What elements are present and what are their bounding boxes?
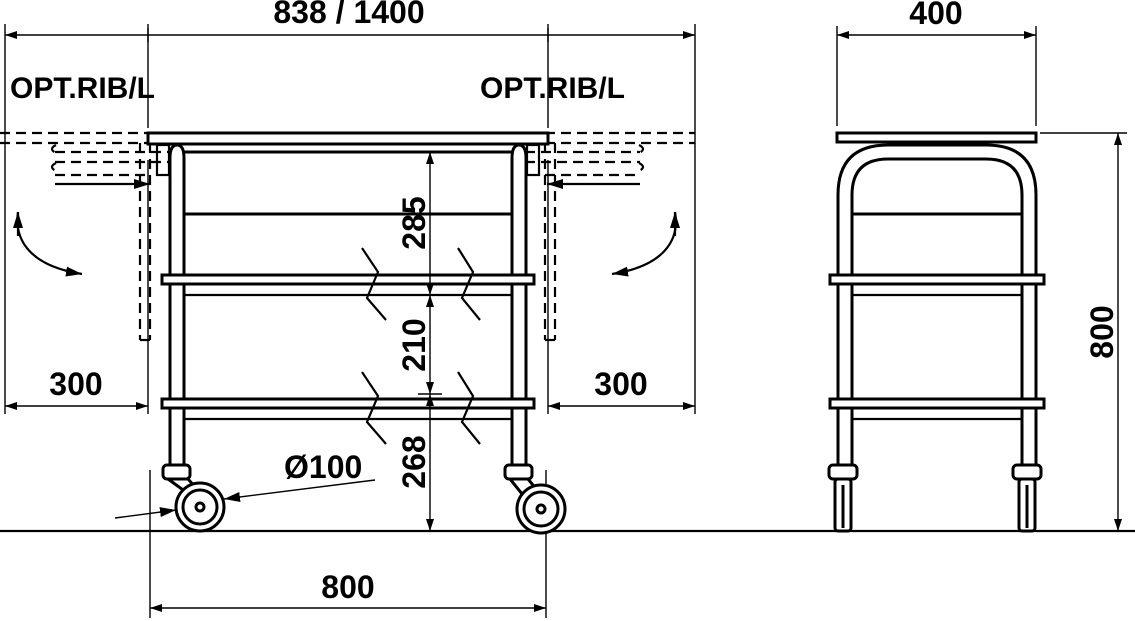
top-width-label: 838 / 1400: [273, 0, 424, 30]
shelf-bottom: [160, 397, 536, 410]
wheel-diameter-leader: [223, 479, 376, 502]
side-casters: [827, 463, 1043, 533]
shelf-gap-bottom-label: 268: [396, 435, 432, 488]
flap-left-label: 300: [49, 366, 102, 402]
side-frame: [836, 143, 1038, 478]
shelves: [160, 273, 536, 410]
option-label-left: OPT.RIB/L: [10, 72, 155, 105]
fold-arrows: [13, 179, 680, 277]
optional-flap-right: [525, 131, 695, 342]
caster-right: [503, 463, 567, 535]
depth-label: 400: [909, 0, 962, 31]
fold-arrow-left-curve: [16, 211, 83, 277]
side-tabletop: [835, 131, 1038, 144]
front-extension-lines: [4, 24, 696, 618]
total-height-label: 800: [1084, 305, 1120, 358]
side-view: 400 800: [827, 0, 1127, 533]
body-length-label: 800: [321, 569, 374, 605]
shelf-gap-dimensions: [418, 152, 442, 531]
frame-tubes: [168, 143, 528, 478]
flap-right-label: 300: [594, 366, 647, 402]
shelf-gap-top-label: 285: [396, 196, 432, 249]
side-shelves: [828, 273, 1046, 410]
break-marks: [361, 247, 481, 445]
fold-arrow-right-curve: [611, 211, 677, 277]
flap-brackets: [155, 143, 541, 177]
option-label-right: OPT.RIB/L: [480, 72, 625, 105]
tabletop: [146, 131, 550, 146]
shelf-gap-mid-label: 210: [396, 318, 432, 371]
wheel-diameter-label: Ø100: [284, 449, 362, 485]
shelf-middle: [160, 273, 536, 286]
caster-left: [161, 463, 226, 533]
optional-flap-left: [0, 131, 170, 342]
